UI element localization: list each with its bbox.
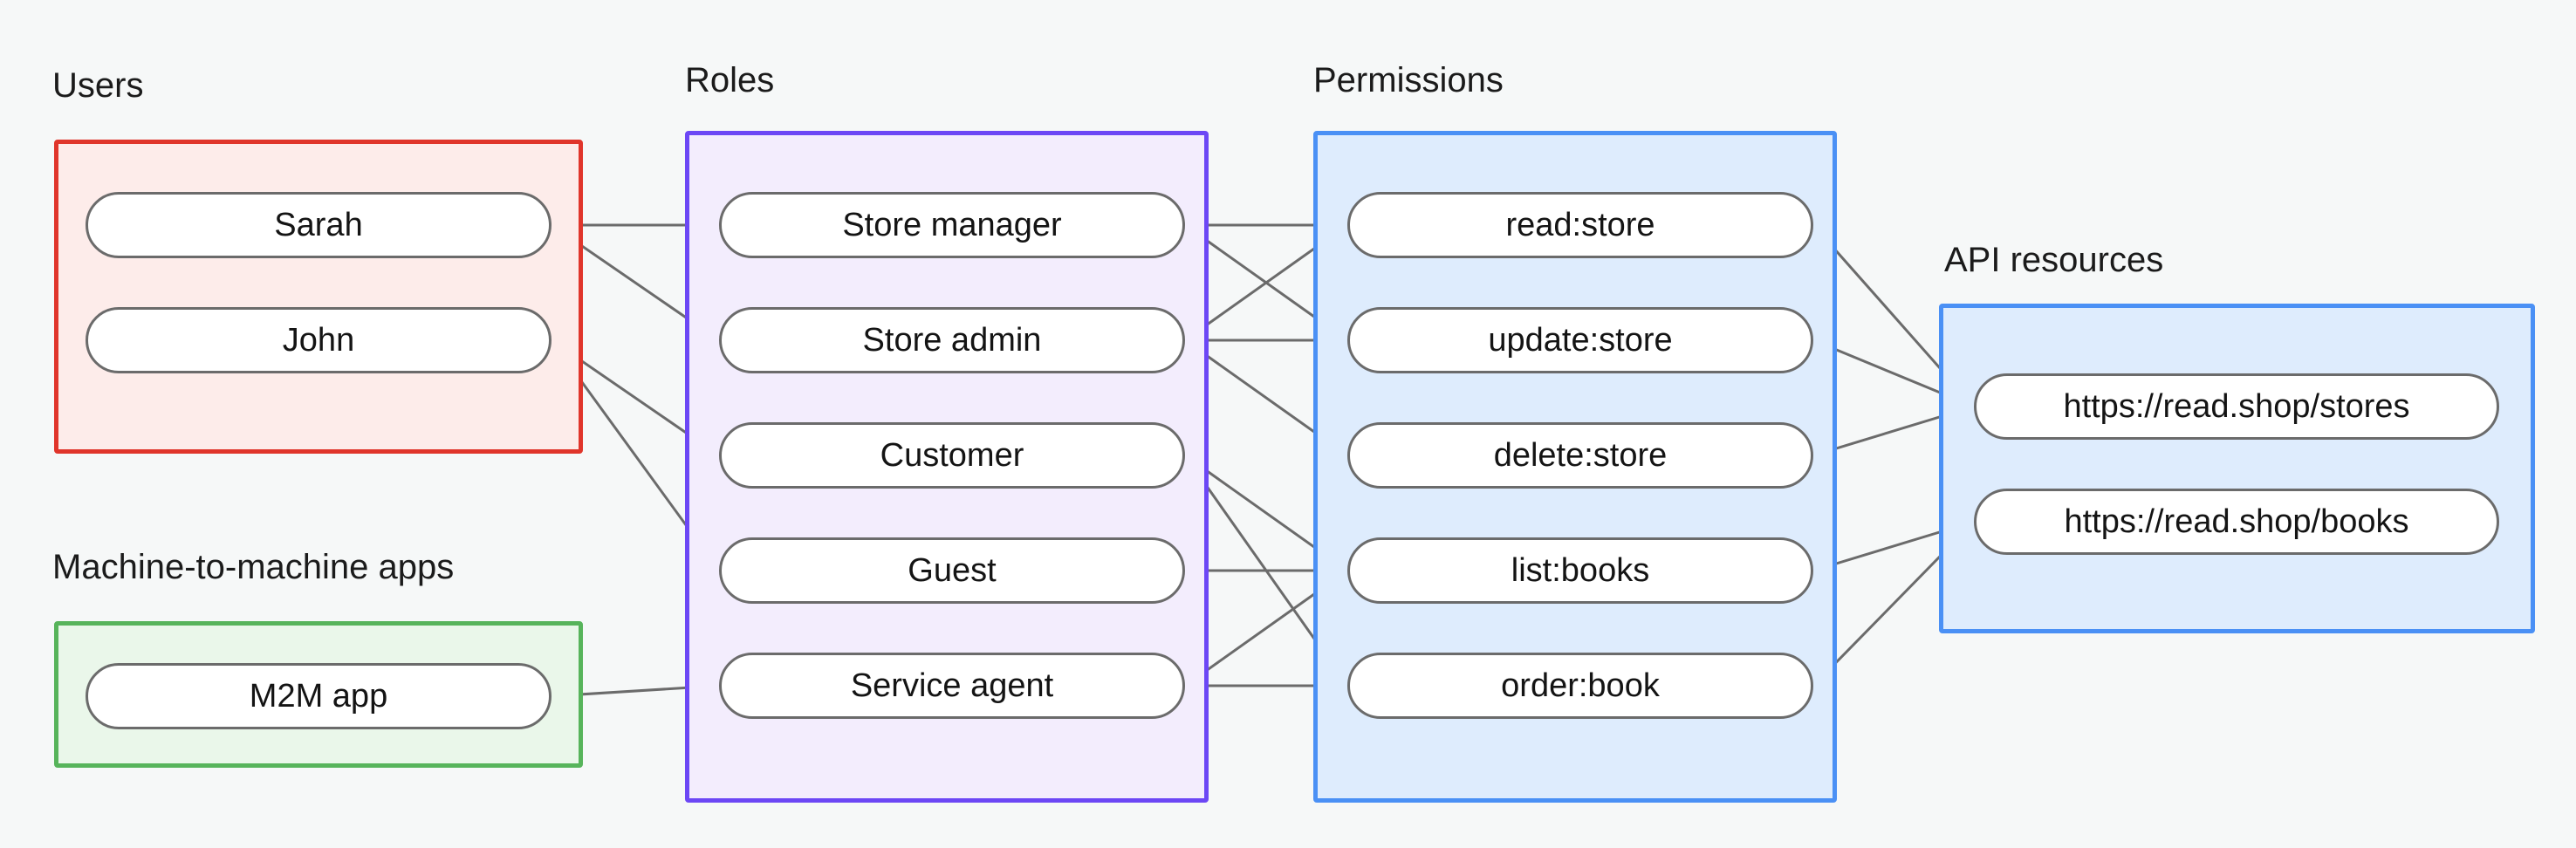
node-guest[interactable]: Guest — [719, 537, 1185, 604]
node-api-books[interactable]: https://read.shop/books — [1974, 489, 2499, 555]
group-label-users: Users — [52, 66, 144, 105]
node-label-delete-store: delete:store — [1493, 436, 1668, 474]
node-label-read-store: read:store — [1505, 206, 1655, 243]
node-service-agent[interactable]: Service agent — [719, 653, 1185, 719]
node-delete-store[interactable]: delete:store — [1347, 422, 1813, 489]
node-label-list-books: list:books — [1511, 551, 1650, 589]
node-label-john: John — [282, 321, 355, 359]
node-label-store-admin: Store admin — [862, 321, 1042, 359]
node-label-order-book: order:book — [1501, 667, 1660, 704]
node-label-m2m-app: M2M app — [249, 677, 388, 715]
node-read-store[interactable]: read:store — [1347, 192, 1813, 258]
node-order-book[interactable]: order:book — [1347, 653, 1813, 719]
node-api-stores[interactable]: https://read.shop/stores — [1974, 373, 2499, 440]
node-store-manager[interactable]: Store manager — [719, 192, 1185, 258]
node-label-guest: Guest — [908, 551, 997, 589]
group-label-m2m: Machine-to-machine apps — [52, 548, 455, 586]
node-label-api-books: https://read.shop/books — [2064, 503, 2409, 540]
node-m2m-app[interactable]: M2M app — [86, 663, 552, 729]
group-label-permissions: Permissions — [1313, 61, 1504, 99]
node-label-service-agent: Service agent — [850, 667, 1054, 704]
node-label-customer: Customer — [880, 436, 1024, 474]
group-label-api: API resources — [1944, 241, 2164, 279]
node-label-api-stores: https://read.shop/stores — [2063, 387, 2410, 425]
group-box-api — [1939, 304, 2535, 633]
node-john[interactable]: John — [86, 307, 552, 373]
node-list-books[interactable]: list:books — [1347, 537, 1813, 604]
node-label-update-store: update:store — [1488, 321, 1673, 359]
group-label-roles: Roles — [685, 61, 775, 99]
node-store-admin[interactable]: Store admin — [719, 307, 1185, 373]
node-label-sarah: Sarah — [274, 206, 363, 243]
group-box-users — [54, 140, 583, 454]
node-update-store[interactable]: update:store — [1347, 307, 1813, 373]
node-sarah[interactable]: Sarah — [86, 192, 552, 258]
node-label-store-manager: Store manager — [842, 206, 1062, 243]
node-customer[interactable]: Customer — [719, 422, 1185, 489]
